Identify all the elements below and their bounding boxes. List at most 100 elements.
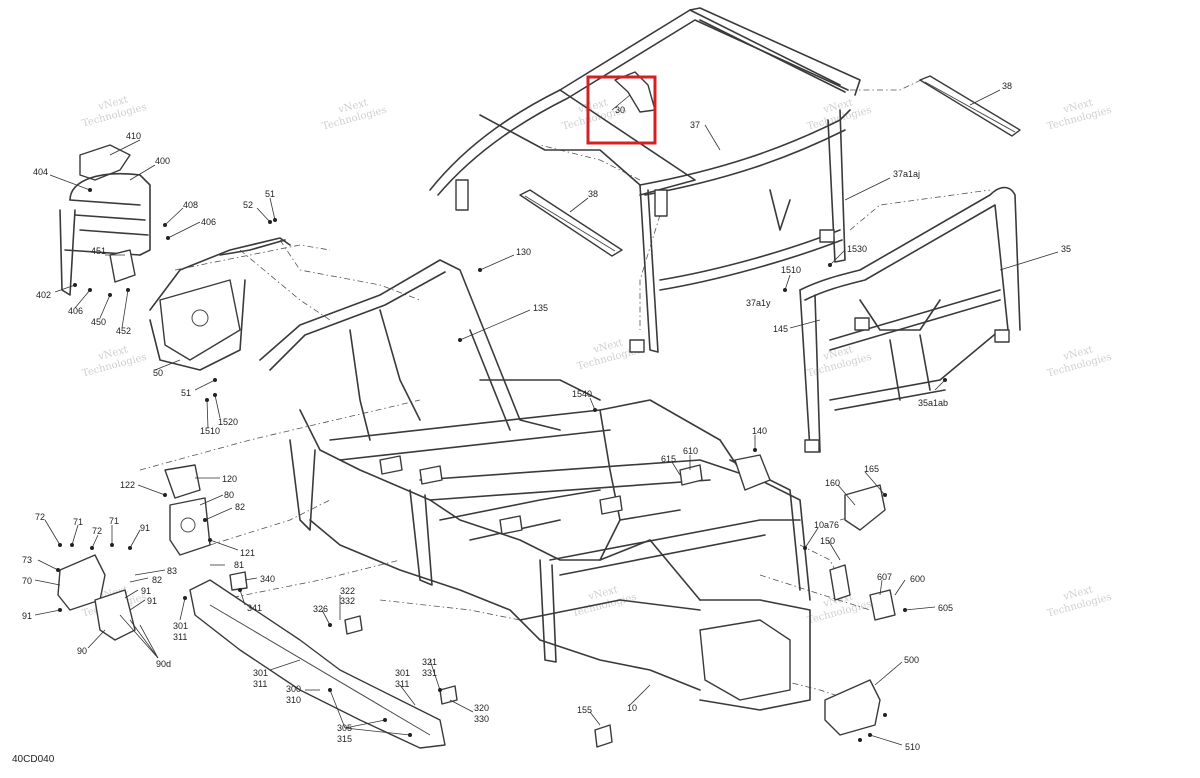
label-82-top: 82 [235, 502, 245, 512]
label-72-left: 72 [35, 512, 45, 522]
bracket-80-120 [164, 464, 211, 556]
label-400: 400 [155, 156, 170, 166]
label-404: 404 [33, 167, 48, 177]
label-315: 315 [337, 734, 352, 744]
label-10a76: 10a76 [814, 520, 839, 530]
label-510: 510 [905, 742, 920, 752]
bar-38-middle [519, 189, 623, 257]
label-311-middle: 311 [253, 679, 267, 689]
rear-cage-35 [799, 186, 1021, 453]
label-51-top: 51 [265, 189, 275, 199]
label-122: 122 [120, 480, 135, 490]
label-451: 451 [91, 246, 106, 256]
label-38-middle: 38 [588, 189, 598, 199]
label-37: 37 [690, 120, 700, 130]
label-140: 140 [752, 426, 767, 436]
label-452: 452 [116, 326, 131, 336]
label-610: 610 [683, 446, 698, 456]
front-bumper-400 [59, 144, 151, 296]
label-155: 155 [577, 705, 592, 715]
label-91-middle: 91 [141, 586, 151, 596]
label-1510-right: 1510 [781, 265, 801, 275]
label-408: 408 [183, 200, 198, 210]
label-91-lower: 91 [147, 596, 157, 606]
label-71-left: 71 [73, 517, 83, 527]
label-51-bottom: 51 [181, 388, 191, 398]
label-402: 402 [36, 290, 51, 300]
label-30: 30 [615, 105, 625, 115]
label-605: 605 [938, 603, 953, 613]
label-300: 300 [286, 684, 301, 694]
label-73: 73 [22, 555, 32, 565]
fastener-dots [56, 188, 947, 742]
main-chassis-frame-10 [259, 259, 811, 711]
label-37a1aj: 37a1aj [893, 169, 920, 179]
label-35: 35 [1061, 244, 1071, 254]
label-305: 305 [337, 723, 352, 733]
label-91-top: 91 [140, 523, 150, 533]
label-35a1ab: 35a1ab [918, 398, 948, 408]
bar-38-top [919, 75, 1021, 137]
label-38-top: 38 [1002, 81, 1012, 91]
label-311-left: 311 [173, 632, 187, 642]
label-321: 321 [422, 657, 437, 667]
label-160: 160 [825, 478, 840, 488]
label-322: 322 [340, 586, 355, 596]
label-81: 81 [234, 560, 244, 570]
label-341: 341 [247, 603, 262, 613]
label-83: 83 [167, 566, 177, 576]
label-135: 135 [533, 303, 548, 313]
highlight-box-30 [586, 75, 657, 145]
label-310: 310 [286, 695, 301, 705]
label-410: 410 [126, 131, 141, 141]
label-37a1y: 37a1y [746, 298, 771, 308]
front-support-50 [149, 237, 291, 371]
small-parts-right [229, 464, 896, 748]
label-50: 50 [153, 368, 163, 378]
diagram-code: 40CD040 [12, 754, 55, 765]
label-320: 320 [474, 703, 489, 713]
label-301-right: 301 [395, 668, 410, 678]
label-145: 145 [773, 324, 788, 334]
label-70: 70 [22, 576, 32, 586]
label-607: 607 [877, 572, 892, 582]
label-10: 10 [627, 703, 637, 713]
label-82-bottom: 82 [152, 575, 162, 585]
callout-labels: 30 37 38 38 37a1aj 35 1530 1510 37a1y 14… [22, 81, 1071, 752]
label-301-middle: 301 [253, 668, 268, 678]
roof-cage-37 [429, 7, 861, 353]
label-52: 52 [243, 200, 253, 210]
label-90: 90 [77, 646, 87, 656]
label-80: 80 [224, 490, 234, 500]
leader-lines [34, 89, 1059, 746]
label-91-left: 91 [22, 611, 32, 621]
label-72-right: 72 [92, 526, 102, 536]
label-1540: 1540 [572, 389, 592, 399]
label-330: 330 [474, 714, 489, 724]
label-600: 600 [910, 574, 925, 584]
label-615: 615 [661, 454, 676, 464]
label-121: 121 [240, 548, 255, 558]
label-406-bottom: 406 [68, 306, 83, 316]
label-150: 150 [820, 536, 835, 546]
label-1520: 1520 [218, 417, 238, 427]
label-1510-left: 1510 [200, 426, 220, 436]
label-71-right: 71 [109, 516, 119, 526]
left-bracket-70 [57, 554, 136, 641]
label-331: 331 [422, 668, 437, 678]
skid-plate-300 [189, 579, 446, 749]
label-406-top: 406 [201, 217, 216, 227]
label-332: 332 [340, 596, 355, 606]
label-340: 340 [260, 574, 275, 584]
label-130: 130 [516, 247, 531, 257]
label-120: 120 [222, 474, 237, 484]
label-500: 500 [904, 655, 919, 665]
label-326: 326 [313, 604, 328, 614]
label-165: 165 [864, 464, 879, 474]
label-90d: 90d [156, 659, 171, 669]
label-1530: 1530 [847, 244, 867, 254]
label-301-left: 301 [173, 621, 188, 631]
label-311-right: 311 [395, 679, 409, 689]
